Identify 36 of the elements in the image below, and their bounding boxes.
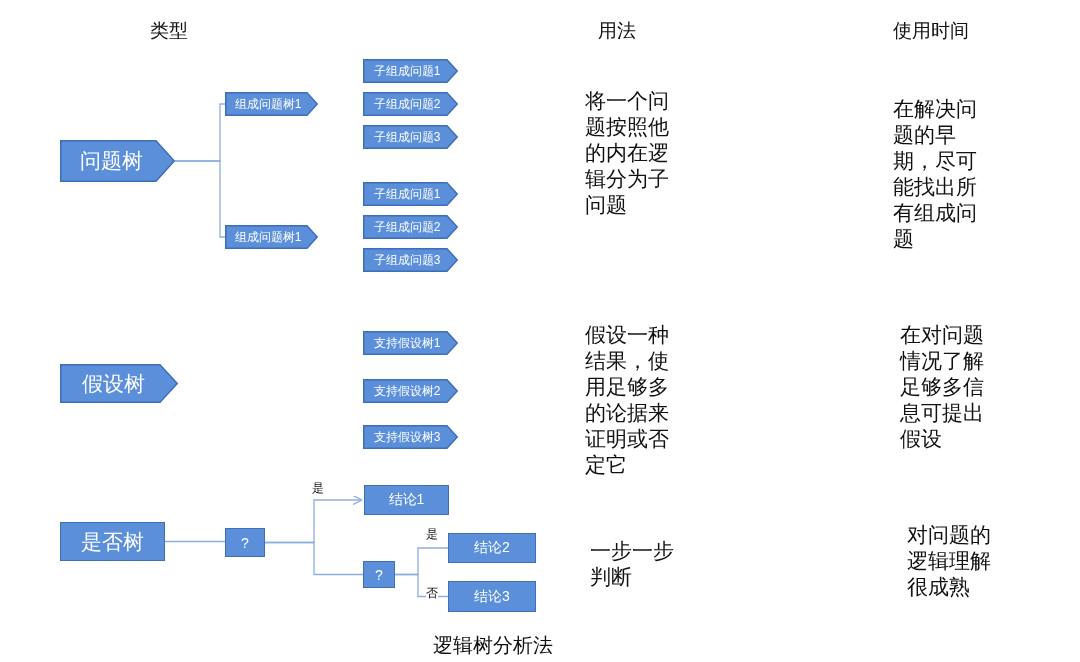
process-box: 是否树 (60, 522, 165, 561)
column-heading: 用法 (598, 19, 636, 43)
connector-line (174, 160, 226, 238)
description-text: 将一个问题按照他的内在逻辑分为子问题 (585, 88, 670, 218)
arrow-box: 子组成问题3 (363, 248, 458, 272)
edge-label: 是 (426, 526, 438, 543)
process-box: 结论2 (448, 533, 536, 563)
process-box: 结论1 (364, 485, 449, 515)
arrow-box: 子组成问题1 (363, 182, 458, 206)
caption: 逻辑树分析法 (433, 633, 553, 658)
connector-line (164, 540, 226, 543)
process-box: ? (225, 528, 265, 557)
arrow-box: 子组成问题2 (363, 92, 458, 116)
arrow-box: 假设树 (60, 364, 178, 403)
arrow-box: 子组成问题1 (363, 59, 458, 83)
arrow-box: 问题树 (60, 140, 175, 182)
edge-label: 是 (312, 480, 324, 497)
arrow-box: 子组成问题3 (363, 125, 458, 149)
connector-line (264, 541, 364, 576)
arrow-box: 支持假设树2 (363, 379, 458, 403)
arrow-box: 支持假设树1 (363, 331, 458, 355)
description-text: 对问题的逻辑理解很成熟 (907, 522, 992, 600)
process-box: ? (363, 561, 395, 588)
description-text: 假设一种结果，使用足够多的论据来证明或否定它 (585, 322, 670, 478)
column-heading: 类型 (150, 19, 188, 43)
arrow-box: 支持假设树3 (363, 425, 458, 449)
description-text: 一步一步判断 (590, 538, 675, 590)
edge-label: 否 (426, 585, 438, 602)
column-heading: 使用时间 (893, 19, 969, 43)
description-text: 在对问题情况了解足够多信息可提出假设 (900, 322, 985, 452)
arrow-box: 组成问题树1 (225, 225, 318, 249)
description-text: 在解决问题的早期，尽可能找出所有组成问题 (893, 96, 978, 252)
arrow-box: 子组成问题2 (363, 215, 458, 239)
arrow-box: 组成问题树1 (225, 92, 318, 116)
connector-line (394, 573, 449, 598)
process-box: 结论3 (448, 581, 536, 612)
